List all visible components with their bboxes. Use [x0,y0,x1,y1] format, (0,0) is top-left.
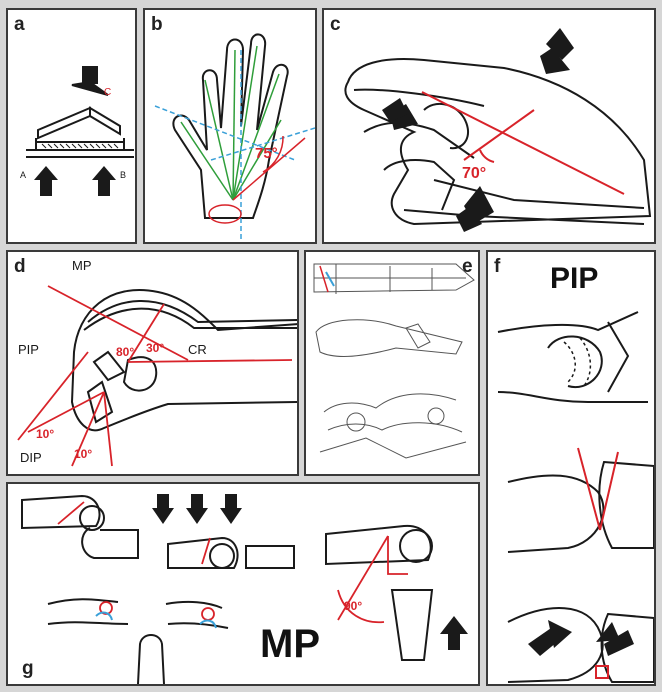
panel-e-sketches [306,252,480,476]
upward-arrow-a [34,166,58,180]
panel-b: b 75° [143,8,317,244]
angle-70: 70° [462,165,486,182]
label-dip: DIP [20,450,42,465]
angle-80: 80° [116,345,134,359]
label-a: A [20,170,26,180]
angle-30: 30° [146,341,164,355]
panel-b-hand: 75° [145,10,317,244]
label-c: C [104,87,111,98]
angle-10-lower: 10° [74,447,92,461]
down-arrow-1 [152,508,174,524]
panel-d-finger: MP PIP CR DIP 80° 30° 10° 10° [8,252,299,476]
angle-75: 75° [255,145,278,162]
panel-a-drawing: C A B [8,10,137,244]
down-arrow-2 [186,508,208,524]
label-cr: CR [188,342,207,357]
panel-a: a C A B [6,8,137,244]
panel-g: g MP 90° [6,482,480,686]
panel-g-joints: 90° [8,484,480,686]
label-b: B [120,170,126,180]
angle-10-upper: 10° [36,427,54,441]
label-mp: MP [72,258,92,273]
panel-f: f PIP [486,250,656,686]
down-arrow-3 [220,508,242,524]
label-pip: PIP [18,342,39,357]
angle-90: 90° [344,599,362,613]
upward-arrow-b [92,166,116,180]
up-arrow [440,616,468,634]
panel-c-hand: 70° [324,10,656,244]
panel-f-joints [488,252,656,686]
panel-c: c 70° [322,8,656,244]
panel-e: e [304,250,480,476]
panel-d: d MP PIP CR DIP 80° 30° 10° 10° [6,250,299,476]
